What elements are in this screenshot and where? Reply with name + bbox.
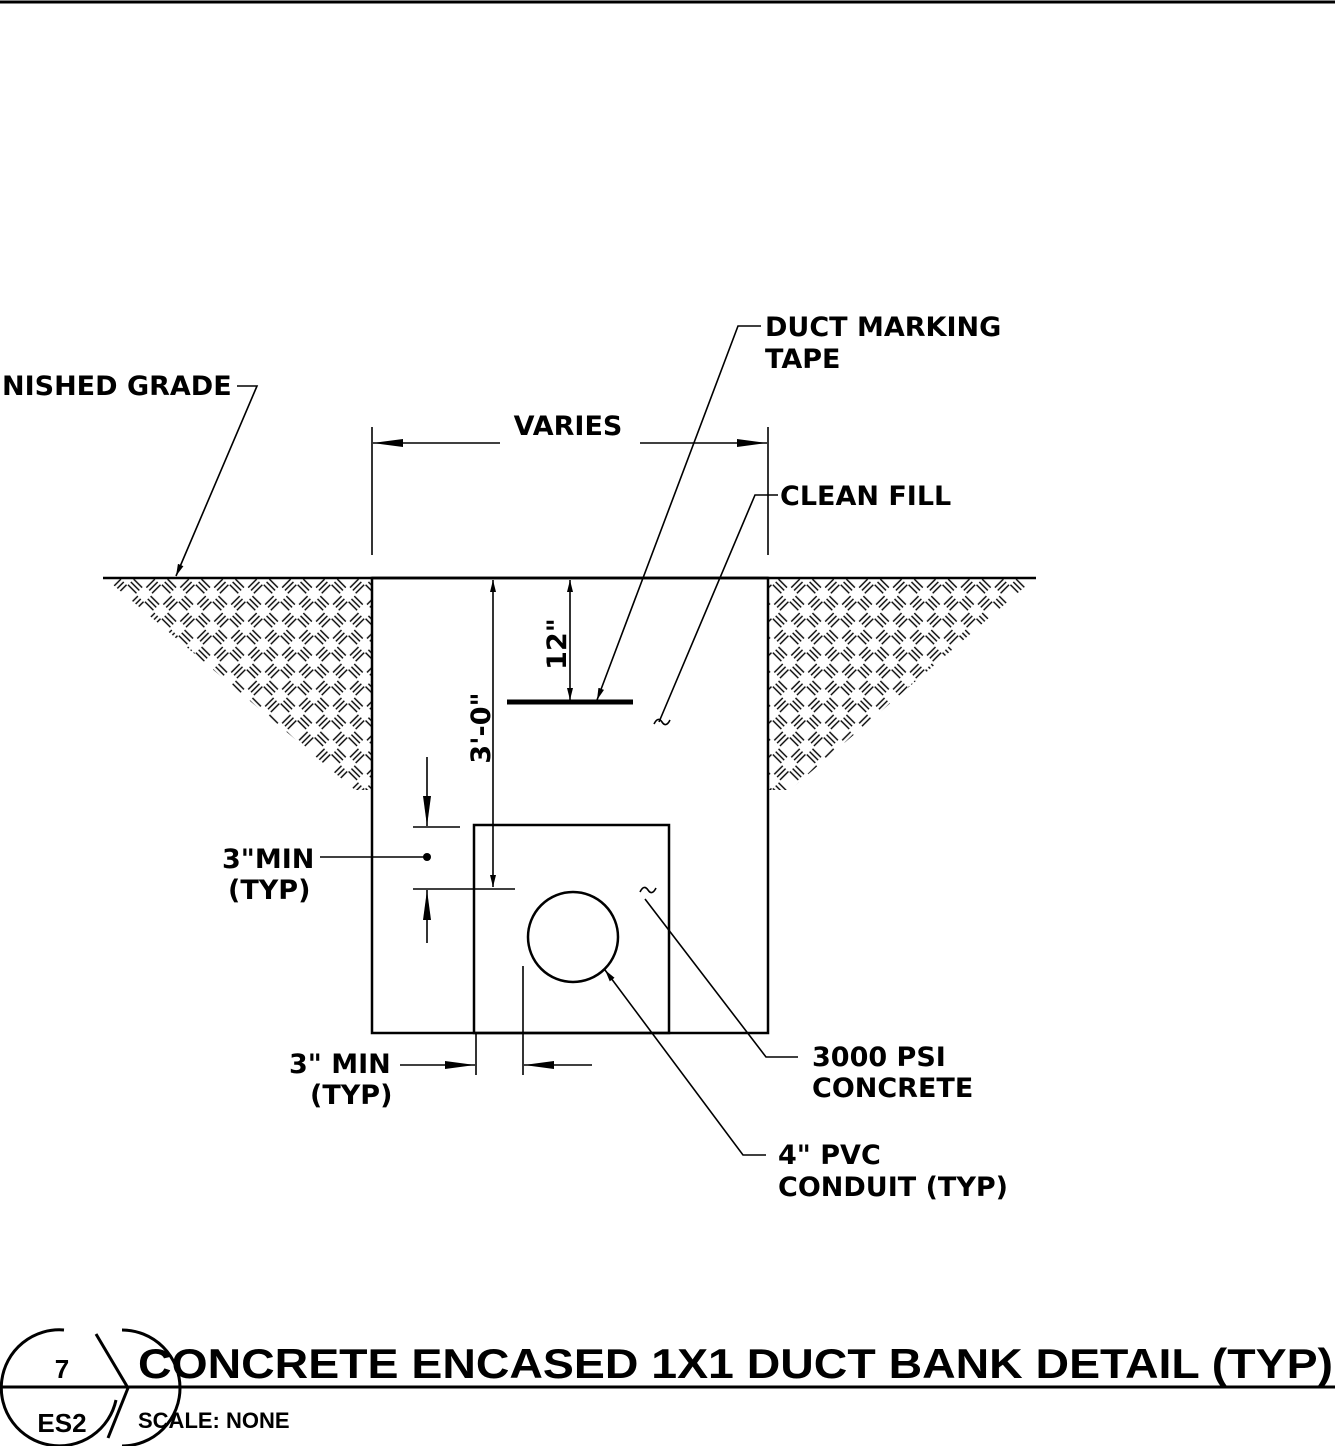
- concrete-encasement: [472, 823, 671, 1035]
- min3-a-label-typ: (TYP): [228, 875, 310, 906]
- pvc-label-1: 4" PVC: [778, 1140, 881, 1171]
- min3-a-dot: [423, 853, 431, 861]
- varies-label-bg: [500, 430, 640, 452]
- concrete-leader: [644, 898, 798, 1058]
- pvc-conduit: [526, 890, 620, 984]
- pvc-label-2: CONDUIT (TYP): [778, 1172, 1008, 1203]
- min3-b-label-typ: (TYP): [310, 1080, 392, 1111]
- detail-title: CONCRETE ENCASED 1X1 DUCT BANK DETAIL (T…: [138, 1340, 1333, 1387]
- concrete-label-1: 3000 PSI: [812, 1042, 946, 1073]
- clean-fill-leader: [658, 494, 778, 723]
- bubble-slash-top: [94, 1333, 130, 1389]
- varies-label: VARIES: [514, 411, 623, 442]
- min3-a-label: 3"MIN: [222, 844, 314, 875]
- pvc-leader: [604, 969, 766, 1156]
- earth-hatch-right: [768, 578, 1035, 790]
- bubble-slash-bottom: [106, 1387, 130, 1439]
- finished-grade-label: NISHED GRADE: [2, 371, 232, 402]
- detail-number: 7: [55, 1354, 69, 1384]
- duct-marking-leader: [596, 325, 761, 701]
- dim-12-label: 12": [542, 618, 573, 670]
- detail-bubble-outline: [0, 1328, 118, 1446]
- concrete-label-2: CONCRETE: [812, 1073, 973, 1104]
- title-block: 7 ES2 CONCRETE ENCASED 1X1 DUCT BANK DET…: [0, 1328, 1335, 1446]
- finished-grade-leader: [175, 385, 259, 577]
- clean-fill-symbol: [653, 718, 671, 726]
- concrete-symbol: [639, 886, 657, 894]
- min3-b-label: 3" MIN: [289, 1049, 391, 1080]
- clean-fill-label: CLEAN FILL: [780, 481, 951, 512]
- earth-hatch-left: [105, 578, 372, 790]
- sheet-number: ES2: [37, 1408, 86, 1438]
- scale-note: SCALE: NONE: [138, 1408, 290, 1433]
- duct-marking-label-2: TAPE: [765, 344, 840, 375]
- duct-marking-label-1: DUCT MARKING: [765, 312, 1001, 343]
- dim-3ft-label: 3'-0": [466, 692, 497, 763]
